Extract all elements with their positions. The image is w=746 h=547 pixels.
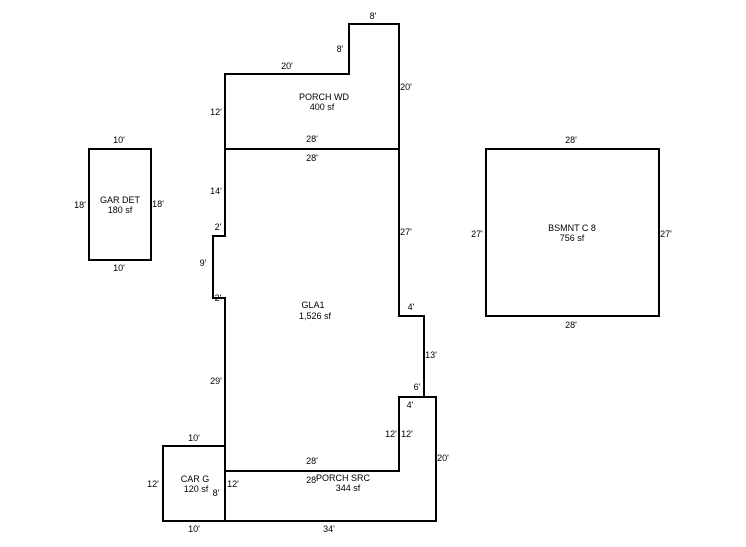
dimension-label: 8': [370, 11, 377, 21]
porch-wood-label: PORCH WD: [299, 92, 349, 102]
dimension-label: 12': [210, 107, 222, 117]
dimension-label: 10': [113, 263, 125, 273]
dimension-label: 28': [565, 135, 577, 145]
dimension-label: 12': [385, 429, 397, 439]
car-garage-label: CAR G: [181, 474, 210, 484]
dimension-label: 10': [188, 524, 200, 534]
dimension-label: 28': [306, 134, 318, 144]
car-garage-area-value: 120 sf: [184, 484, 209, 494]
car-garage-area: CAR G 120 sf 10' 12' 12' 10': [147, 433, 239, 534]
dimension-label: 4': [408, 302, 415, 312]
dimension-label: 28': [306, 475, 318, 485]
gla1-area: GLA1 1,526 sf 14' 2' 9' 2' 29' 27' 4' 13…: [200, 148, 437, 472]
dimension-label: 29': [210, 376, 222, 386]
dimension-label: 10': [113, 135, 125, 145]
gla1-outline: [212, 148, 425, 472]
dimension-label: 12': [147, 479, 159, 489]
dimension-label: 12': [401, 429, 413, 439]
garage-detached-outline: [88, 148, 152, 261]
car-garage-outline: [162, 445, 226, 522]
porch-screened-area-value: 344 sf: [336, 483, 361, 493]
basement-outline: [485, 148, 660, 317]
dimension-label: 18': [152, 199, 164, 209]
dimension-label: 10': [188, 433, 200, 443]
dimension-label: 8': [213, 488, 220, 498]
dimension-label: 28': [565, 320, 577, 330]
garage-detached-area-value: 180 sf: [108, 205, 133, 215]
dimension-label: 4': [407, 400, 414, 410]
dimension-label: 28': [306, 456, 318, 466]
dimension-label: 27': [660, 229, 672, 239]
dimension-label: 18': [74, 200, 86, 210]
dimension-label: 20': [400, 82, 412, 92]
basement-area: BSMNT C 8 756 sf 28' 27' 27' 28': [471, 135, 672, 330]
porch-screened-label: PORCH SRC: [316, 473, 371, 483]
porch-screened-area: PORCH SRC 344 sf 4' 12' 20' 28' 34' 8': [213, 396, 449, 534]
dimension-label: 28': [306, 153, 318, 163]
dimension-label: 9': [200, 258, 207, 268]
basement-area-value: 756 sf: [560, 233, 585, 243]
porch-wood-area: PORCH WD 400 sf 8' 8' 20' 20' 12' 28' 28…: [210, 11, 412, 163]
porch-wood-area-value: 400 sf: [310, 102, 335, 112]
dimension-label: 20': [437, 453, 449, 463]
dimension-label: 2': [215, 293, 222, 303]
dimension-label: 27': [471, 229, 483, 239]
dimension-label: 34': [323, 524, 335, 534]
garage-detached-area: GAR DET 180 sf 10' 18' 18' 10': [74, 135, 164, 273]
gla1-area-value: 1,526 sf: [299, 311, 332, 321]
gla1-label: GLA1: [301, 300, 324, 310]
dimension-label: 12': [227, 479, 239, 489]
porch-screened-outline: [224, 396, 437, 522]
dimension-label: 20': [281, 61, 293, 71]
dimension-label: 27': [400, 227, 412, 237]
dimension-label: 14': [210, 186, 222, 196]
basement-label: BSMNT C 8: [548, 223, 596, 233]
dimension-label: 2': [215, 222, 222, 232]
dimension-label: 6': [414, 382, 421, 392]
porch-wood-outline: [224, 23, 400, 149]
garage-detached-label: GAR DET: [100, 195, 141, 205]
dimension-label: 8': [337, 44, 344, 54]
dimension-label: 13': [425, 350, 437, 360]
